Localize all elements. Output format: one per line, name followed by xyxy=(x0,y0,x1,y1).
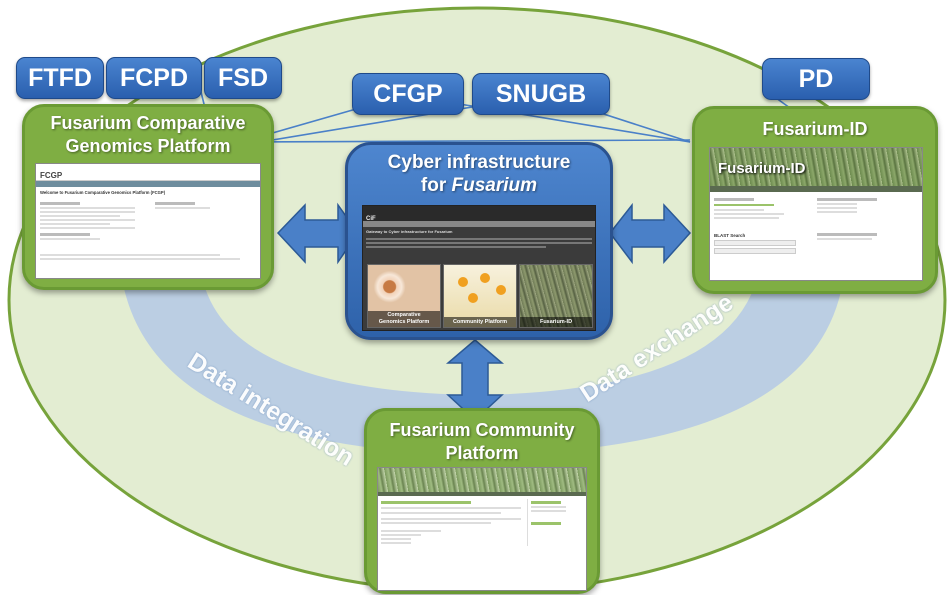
comparative-title: Fusarium Comparative Genomics Platform xyxy=(25,112,271,158)
cyber-title-prefix: for xyxy=(420,175,452,196)
cyber-title: Cyber infrastructure for Fusarium xyxy=(348,151,610,197)
community-title-line1: Fusarium Community xyxy=(389,420,575,440)
fusarium-id-shot-banner: Fusarium-ID xyxy=(718,160,806,177)
cyber-title-line2: for Fusarium xyxy=(348,174,610,197)
data-flow-ring xyxy=(120,265,845,455)
cyber-shot-logo: CiF xyxy=(366,216,376,222)
tile-comparative-line2: Genomics Platform xyxy=(378,319,430,325)
tile-community[interactable]: Community Platform xyxy=(443,264,517,328)
comparative-shot-heading: Welcome to Fusarium Comparative Genomics… xyxy=(40,190,166,195)
tag-fsd: FSD xyxy=(204,57,282,99)
tag-cfgp: CFGP xyxy=(352,73,464,115)
cyber-title-italic: Fusarium xyxy=(451,175,538,196)
comparative-title-line1: Fusarium Comparative xyxy=(50,113,246,133)
tile-comparative-line1: Comparative xyxy=(387,312,421,318)
comparative-shot-logo: FCGP xyxy=(40,171,63,180)
community-title: Fusarium Community Platform xyxy=(367,419,597,465)
comparative-title-line2: Genomics Platform xyxy=(65,136,231,156)
panel-fusarium-id: Fusarium-ID Fusarium-ID BLAST Search xyxy=(692,106,938,294)
panel-comparative-genomics: Fusarium Comparative Genomics Platform F… xyxy=(22,104,274,290)
comparative-screenshot: FCGP Welcome to Fusarium Comparative Gen… xyxy=(35,163,261,279)
tile-fusarium-id[interactable]: Fusarium-ID xyxy=(519,264,593,328)
tag-fcpd: FCPD xyxy=(106,57,202,99)
tile-community-label: Community Platform xyxy=(444,317,516,327)
cyber-title-line1: Cyber infrastructure xyxy=(387,152,571,173)
tile-fusarium-id-label: Fusarium-ID xyxy=(520,317,592,327)
double-arrow-right xyxy=(609,202,692,265)
fusarium-id-screenshot: Fusarium-ID BLAST Search xyxy=(709,147,923,281)
panel-community: Fusarium Community Platform xyxy=(364,408,600,594)
fusarium-id-shot-blast: BLAST Search xyxy=(714,233,746,238)
cyber-shot-heading: Gateway to Cyber infrastructure for Fusa… xyxy=(366,229,453,234)
tile-comparative[interactable]: Comparative Genomics Platform xyxy=(367,264,441,328)
tag-pd: PD xyxy=(762,58,870,100)
tag-ftfd: FTFD xyxy=(16,57,104,99)
tag-snugb: SNUGB xyxy=(472,73,610,115)
cyber-screenshot: CiF Gateway to Cyber infrastructure for … xyxy=(362,205,596,331)
panel-cyber-infrastructure: Cyber infrastructure for Fusarium CiF Ga… xyxy=(345,142,613,340)
community-screenshot xyxy=(377,467,587,591)
community-title-line2: Platform xyxy=(445,443,519,463)
fusarium-id-title: Fusarium-ID xyxy=(762,119,868,139)
